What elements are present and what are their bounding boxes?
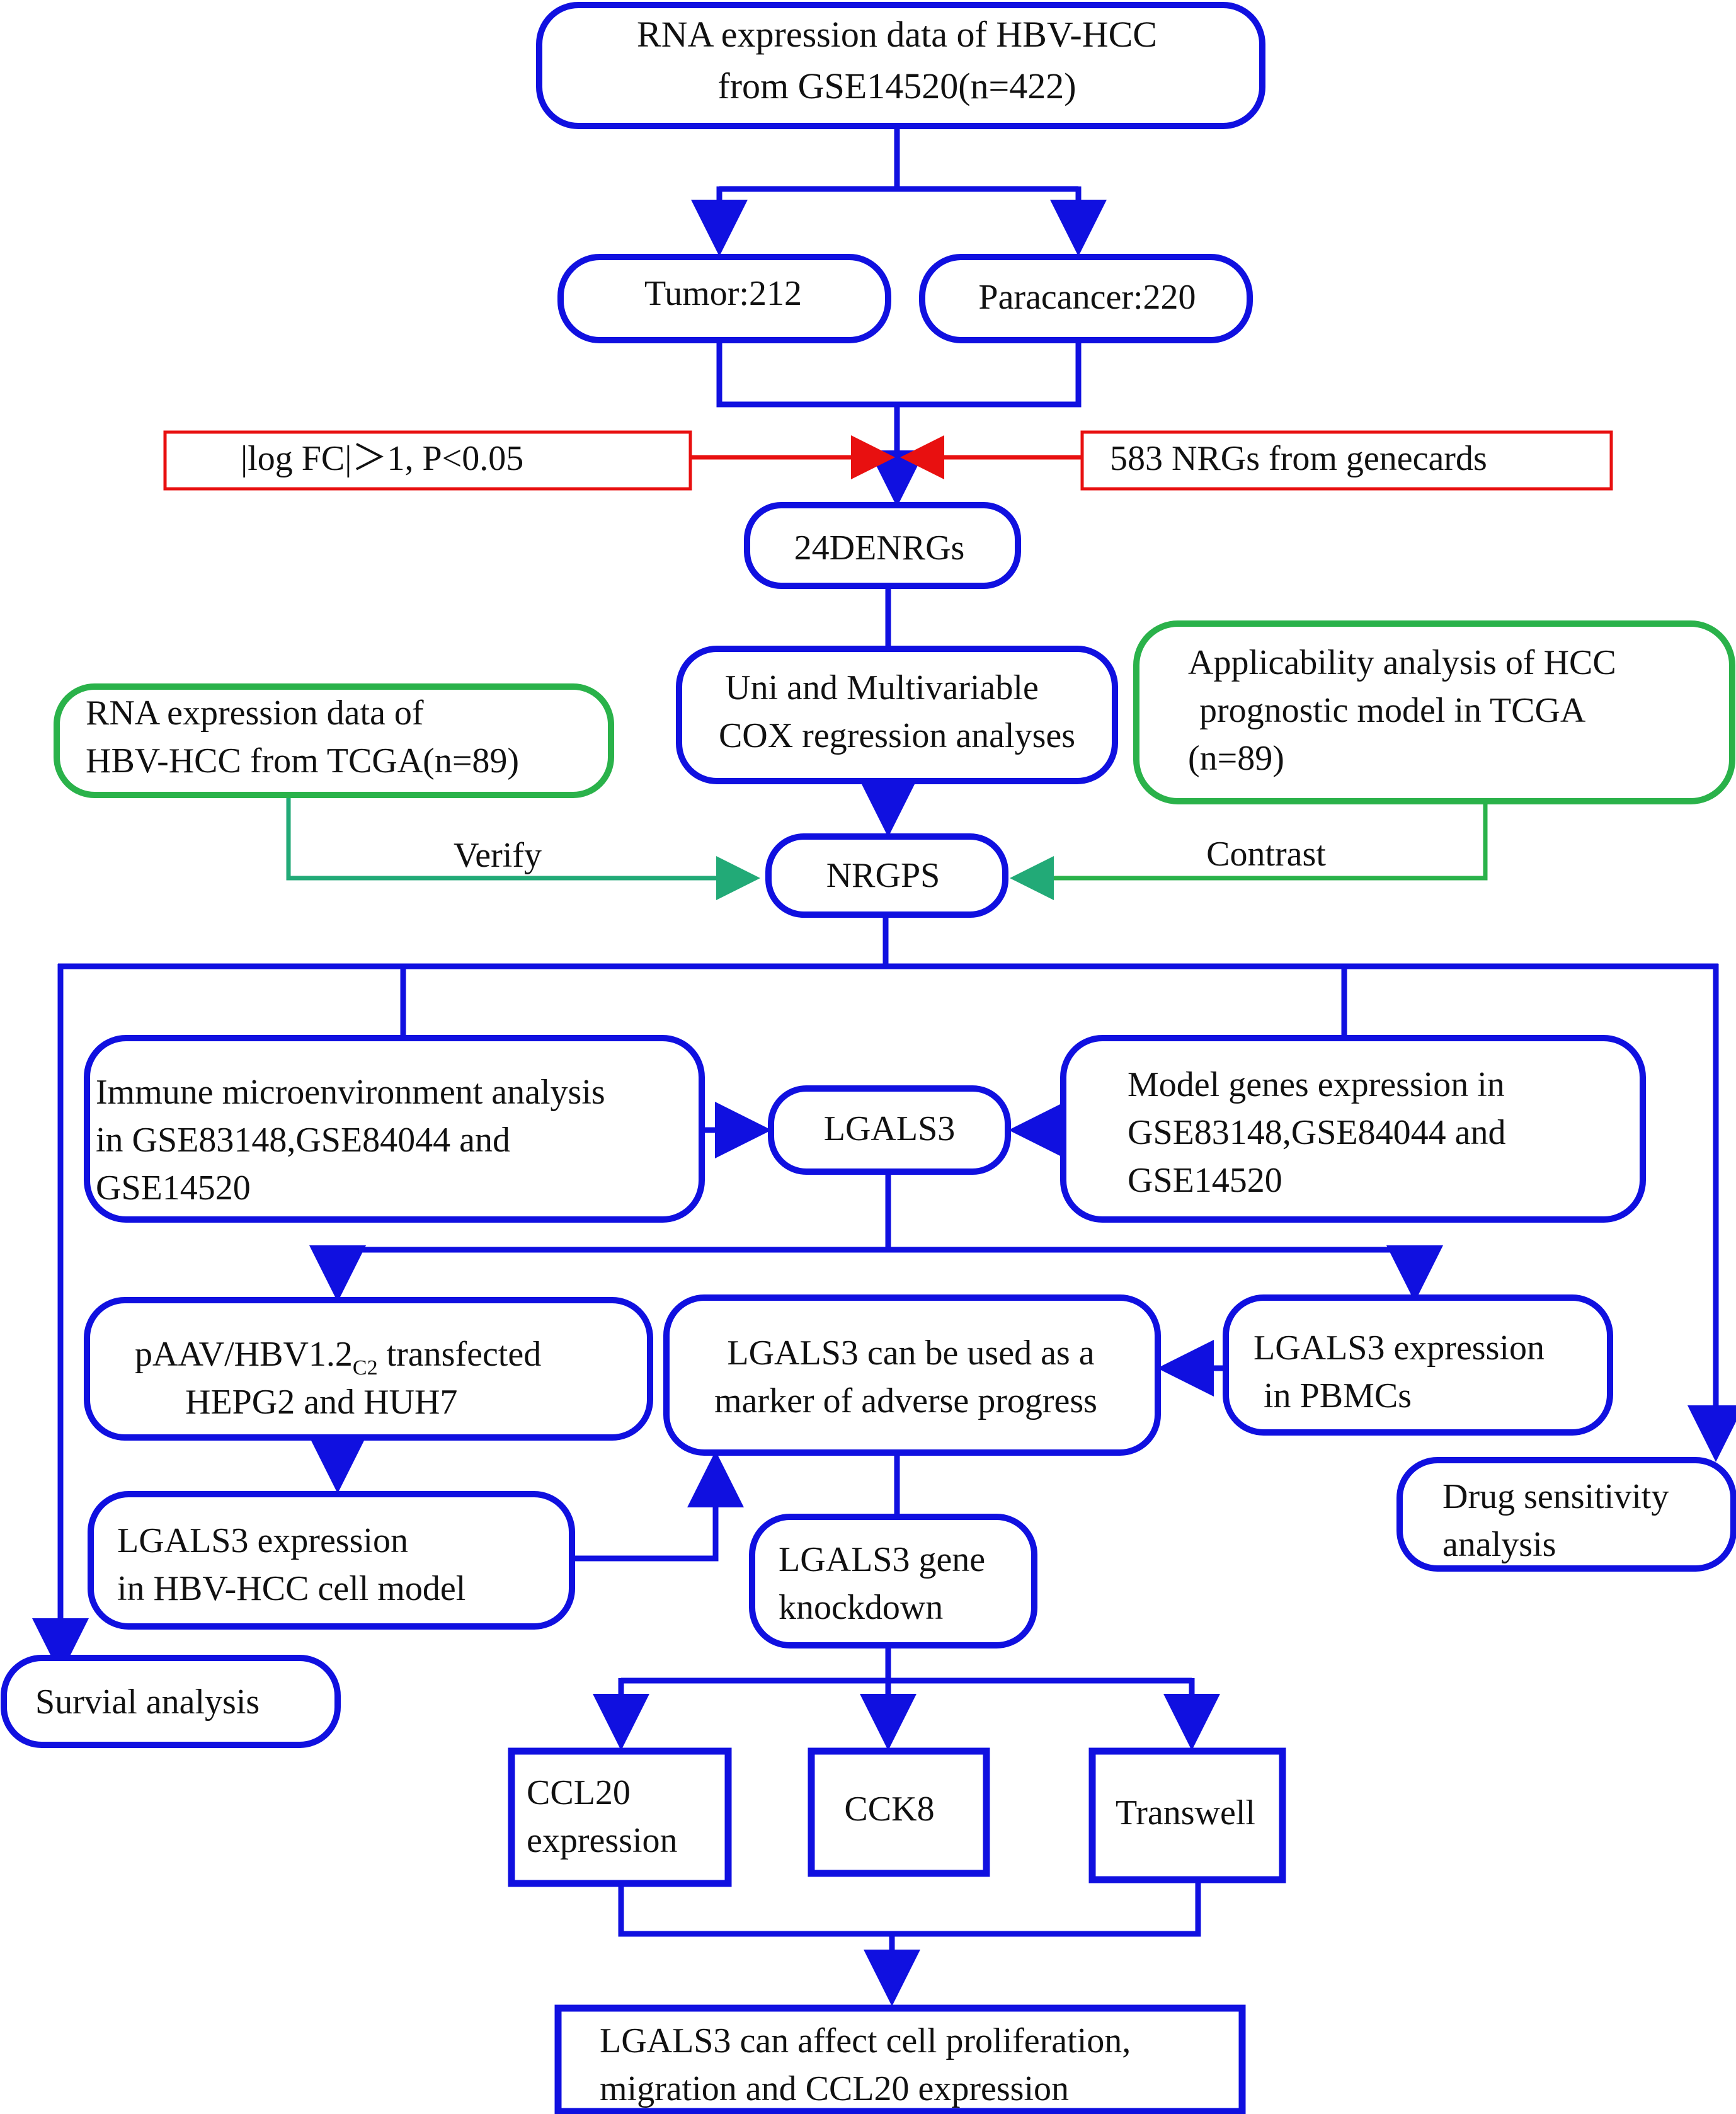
rna-tcga-line1: RNA expression data of [86, 694, 424, 733]
connector-merge [716, 340, 1082, 408]
ccl20-line1: CCL20 [527, 1773, 631, 1812]
applicability-line1: Applicability analysis of HCC [1188, 643, 1616, 682]
box-immune [84, 1035, 705, 1223]
drug-line1: Drug sensitivity [1442, 1477, 1669, 1516]
denrgs-label: 24DENRGs [794, 528, 965, 568]
contrast-label: Contrast [1206, 835, 1326, 874]
model-genes-line3: GSE14520 [1128, 1161, 1282, 1200]
immune-line3: GSE14520 [96, 1168, 251, 1208]
connector-knockdown-split [621, 1645, 1192, 1684]
box-nrgs [1080, 430, 1613, 491]
immune-line2: in GSE83148,GSE84044 and [96, 1121, 510, 1160]
cox-line2: COX regression analyses [719, 716, 1075, 755]
cck8-label: CCK8 [844, 1790, 934, 1829]
paav-line1: pAAV/HBV1.2C2 transfected [135, 1335, 541, 1380]
final-line1: LGALS3 can affect cell proliferation, [600, 2021, 1131, 2060]
box-paracancer [919, 254, 1253, 343]
tumor-label: Tumor:212 [644, 274, 802, 313]
connector-lgals3-split [338, 1172, 1415, 1253]
nrgps-label: NRGPS [826, 856, 940, 895]
final-line2: migration and CCL20 expression [600, 2069, 1069, 2108]
lgals3-label: LGALS3 [824, 1109, 955, 1148]
cox-line1: Uni and Multivariable [725, 668, 1039, 707]
applicability-line3: (n=89) [1188, 739, 1284, 778]
logfc-label: |log FC|＞1, P<0.05 [241, 439, 523, 478]
paav-plasmid: pAAV/HBV1.2 [135, 1335, 353, 1374]
rna-tcga-line2: HBV-HCC from TCGA(n=89) [86, 741, 519, 780]
box-tumor [557, 254, 891, 343]
labels: RNA expression data of HBV-HCC from GSE1… [35, 14, 1669, 2108]
box-ccl20 [508, 1747, 732, 1887]
pbmc-line1: LGALS3 expression [1253, 1328, 1545, 1368]
box-cck8 [808, 1747, 990, 1877]
box-model-genes [1060, 1035, 1646, 1223]
box-logfc [163, 430, 692, 491]
connectors [32, 126, 1736, 2006]
box-drug [1396, 1457, 1736, 1572]
ccl20-line2: expression [527, 1821, 678, 1860]
connector-final-merge [618, 1880, 1201, 1937]
box-denrgs [744, 502, 1021, 589]
marker-line1: LGALS3 can be used as a [727, 1334, 1094, 1373]
rna-geo-line2: from GSE14520(n=422) [717, 66, 1076, 106]
verify-label: Verify [454, 836, 542, 875]
box-nrgps [765, 833, 1008, 918]
applicability-line2: prognostic model in TCGA [1199, 691, 1586, 730]
box-lgals3 [768, 1085, 1011, 1175]
cell-model-line1: LGALS3 expression [117, 1521, 408, 1560]
box-final [554, 2004, 1246, 2114]
marker-line2: marker of adverse progress [714, 1381, 1097, 1420]
pbmc-line2: in PBMCs [1264, 1376, 1412, 1415]
paracancer-label: Paracancer:220 [978, 278, 1196, 317]
model-genes-line1: Model genes expression in [1128, 1065, 1505, 1104]
arrow-verify [286, 795, 760, 900]
paav-subscript: C2 [353, 1356, 378, 1380]
box-applicability [1133, 620, 1735, 804]
box-rna-geo [536, 2, 1265, 129]
knockdown-line2: knockdown [779, 1588, 943, 1627]
paav-line2: HEPG2 and HUH7 [185, 1383, 457, 1422]
nrgs-label: 583 NRGs from genecards [1110, 439, 1487, 478]
knockdown-line1: LGALS3 gene [779, 1540, 985, 1579]
cell-model-line2: in HBV-HCC cell model [117, 1569, 465, 1608]
arrow-contrast [1010, 801, 1488, 900]
connector-top-split [719, 126, 1078, 192]
box-survival [1, 1655, 341, 1748]
paav-transfected: transfected [378, 1335, 542, 1374]
connector-nrgps-bus [58, 915, 1718, 969]
box-paav [84, 1297, 653, 1441]
model-genes-line2: GSE83148,GSE84044 and [1128, 1113, 1505, 1152]
immune-line1: Immune microenvironment analysis [96, 1073, 605, 1112]
box-cell-model [88, 1491, 575, 1630]
drug-line2: analysis [1442, 1525, 1556, 1564]
box-knockdown [749, 1514, 1037, 1648]
arrow-cellmodel-marker [572, 1451, 744, 1562]
transwell-label: Transwell [1116, 1793, 1255, 1832]
survival-label: Survial analysis [35, 1683, 260, 1722]
box-marker [663, 1294, 1161, 1456]
box-cox [676, 646, 1118, 784]
box-pbmc [1223, 1294, 1613, 1436]
box-transwell [1088, 1747, 1286, 1883]
rna-geo-line1: RNA expression data of HBV-HCC [637, 14, 1157, 55]
box-rna-tcga [54, 683, 614, 798]
